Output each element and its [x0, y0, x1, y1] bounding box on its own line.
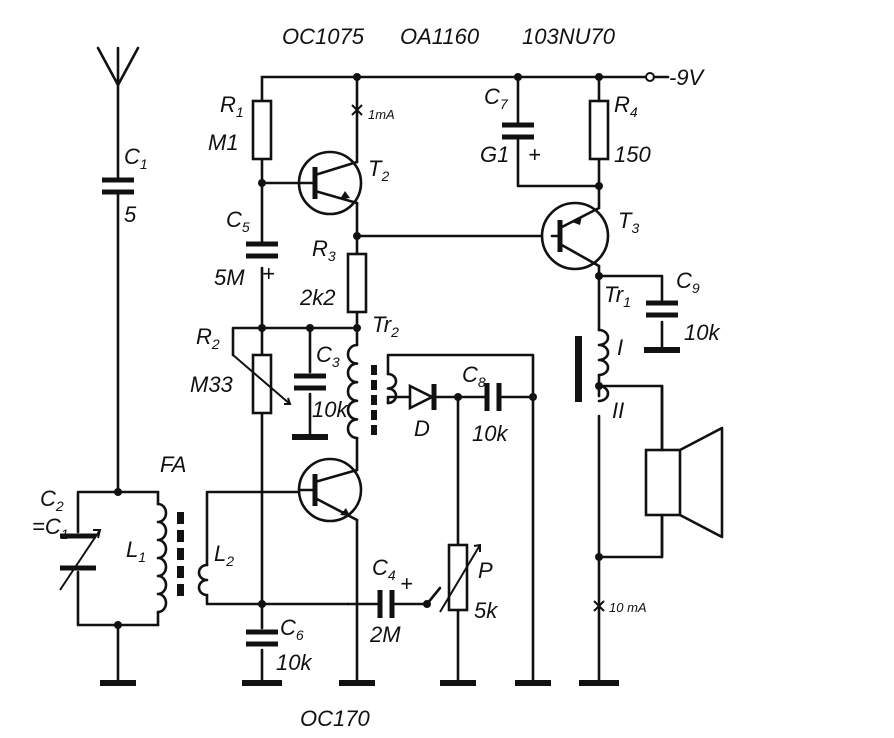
antenna-symbol: [96, 46, 140, 87]
c7-plus: +: [528, 142, 541, 167]
capacitor-c3: [294, 373, 326, 391]
capacitor-c6: [246, 629, 278, 647]
c6-value: 10k: [276, 650, 312, 675]
c9-value: 10k: [684, 320, 720, 345]
capacitor-c8: [484, 383, 502, 411]
c8-ref: C8: [462, 362, 486, 390]
t2-part-number: OC1075: [282, 24, 365, 49]
transformer-tr1-winding-1: [597, 328, 610, 377]
ground-symbols: [100, 347, 680, 686]
resistor-r1: [251, 99, 273, 161]
resistor-r3: [346, 252, 368, 314]
junction-dots: [114, 73, 603, 629]
c7-value: G1: [480, 142, 509, 167]
current-markers: [351, 104, 605, 612]
t2-current-label: 1mA: [368, 107, 395, 122]
r3-ref: R3: [312, 236, 336, 264]
capacitor-c4: [377, 590, 395, 618]
capacitor-c2-variable: [59, 529, 102, 591]
diode-ref: D: [414, 416, 430, 441]
inductor-l2: [197, 563, 209, 597]
capacitor-c7: [502, 122, 534, 140]
tr2-ref: Tr2: [372, 312, 399, 340]
c5-value: 5M: [214, 265, 245, 290]
transistor-t1: [297, 457, 363, 523]
transformer-tr2-core: [371, 365, 377, 435]
t3-ref: T3: [618, 208, 639, 236]
r3-value: 2k2: [299, 285, 335, 310]
c3-ref: C3: [316, 342, 340, 370]
t3-part-number: 103NU70: [522, 24, 616, 49]
c4-ref: C4: [372, 555, 396, 583]
r4-ref: R4: [614, 92, 638, 120]
diode-part-number: OA1160: [400, 24, 480, 49]
r1-ref: R1: [220, 92, 244, 120]
c9-ref: C9: [676, 268, 700, 296]
capacitor-c1: [102, 177, 134, 195]
c2-equals-c1: =C1: [32, 514, 69, 542]
transformer-tr2-primary: [346, 343, 359, 440]
transistor-t3: [540, 201, 610, 271]
tr1-winding-1-label: I: [617, 335, 623, 360]
c8-value: 10k: [472, 421, 508, 446]
tr1-ref: Tr1: [604, 282, 631, 310]
l1-ref: L1: [126, 537, 146, 565]
inductor-l1: [156, 502, 168, 614]
capacitor-c5: [246, 241, 278, 259]
p-ref: P: [478, 558, 493, 583]
c7-ref: C7: [484, 84, 509, 112]
potentiometer-r2: [232, 353, 292, 415]
t2-ref: T2: [368, 156, 389, 184]
loudspeaker: [644, 384, 724, 559]
t3-current-label: 10 mA: [609, 600, 647, 615]
p-value: 5k: [474, 598, 498, 623]
r2-ref: R2: [196, 324, 220, 352]
fa-label: FA: [160, 452, 186, 477]
labels: OC1075 OA1160 103NU70 -9V OC170 C1 5 C2 …: [32, 24, 720, 731]
c2-ref: C2: [40, 486, 64, 514]
c5-ref: C5: [226, 207, 250, 235]
c4-value: 2M: [369, 622, 401, 647]
c1-ref: C1: [124, 144, 148, 172]
capacitor-c9: [646, 300, 678, 318]
c6-ref: C6: [280, 615, 304, 643]
c5-plus: +: [262, 261, 275, 286]
r1-value: M1: [208, 130, 239, 155]
c3-value: 10k: [312, 397, 348, 422]
transformer-tr2-secondary: [386, 372, 398, 405]
supply-voltage-label: -9V: [669, 65, 706, 90]
r2-value: M33: [190, 372, 234, 397]
tr1-winding-2-label: II: [612, 398, 624, 423]
wires: [76, 72, 670, 685]
resistor-r4: [588, 99, 610, 161]
l2-ref: L2: [214, 541, 234, 569]
ferrite-core: [177, 512, 184, 596]
t1-part-number: OC170: [300, 706, 370, 731]
transformer-tr1-core: [575, 336, 582, 402]
transistor-t2: [297, 150, 363, 216]
potentiometer-p: [439, 543, 481, 613]
c1-value: 5: [124, 202, 137, 227]
c4-plus: +: [400, 571, 413, 596]
r4-value: 150: [614, 142, 651, 167]
diode-d: [408, 383, 437, 411]
